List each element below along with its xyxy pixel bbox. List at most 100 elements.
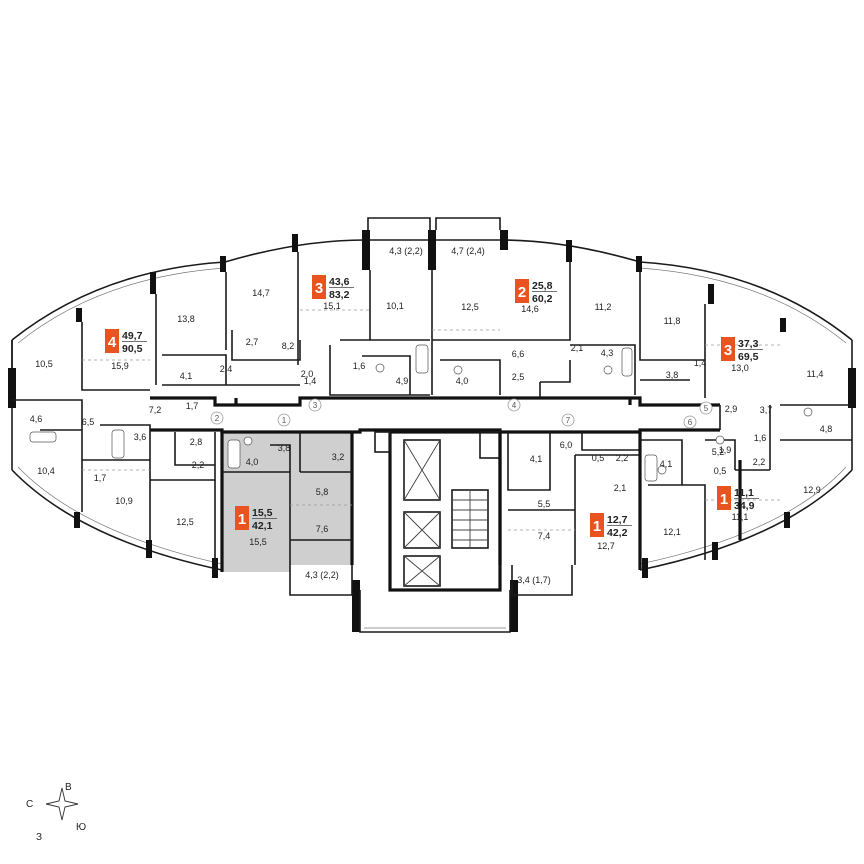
room-area-label: 2,8 <box>190 437 203 447</box>
bathtub-icon <box>227 439 241 469</box>
pillar <box>784 512 790 528</box>
room-area-label: 4,0 <box>246 457 259 467</box>
room-count-box <box>590 513 604 537</box>
compass-west: С <box>26 799 33 810</box>
living-area: 25,8 <box>532 280 553 292</box>
room-count: 1 <box>720 491 728 508</box>
sink-icon <box>803 407 813 417</box>
room-area-label: 1,6 <box>754 433 767 443</box>
pillar <box>428 230 436 270</box>
apartment-badge[interactable]: 1 15,542,1 <box>235 506 277 532</box>
room-area-label: 6,5 <box>82 417 95 427</box>
elevator-core <box>374 430 502 592</box>
pillar <box>566 240 572 262</box>
entrance-number: 4 <box>512 401 517 410</box>
room-area-label: 4,9 <box>396 376 409 386</box>
room-count-box <box>515 279 529 303</box>
entrance-number: 7 <box>566 416 571 425</box>
room-area-label: 12,9 <box>803 485 821 495</box>
room-area-label: 15,1 <box>323 301 341 311</box>
entrance-number: 2 <box>215 414 220 423</box>
room-area-label: 1,7 <box>94 473 107 483</box>
entrance-number: 3 <box>313 401 318 410</box>
room-area-label: 2,7 <box>246 337 259 347</box>
pillar <box>220 256 226 272</box>
room-area-label: 11,4 <box>807 369 824 379</box>
room-area-label: 10,5 <box>35 359 53 369</box>
room-area-label: 3,7 <box>760 405 773 415</box>
pillar <box>292 234 298 252</box>
compass-east: Ю <box>76 822 86 833</box>
entrance-number: 6 <box>688 418 693 427</box>
room-area-label: 5,5 <box>538 499 551 509</box>
room-area-label: 14,6 <box>521 304 539 314</box>
bathtub-icon <box>29 431 57 443</box>
room-area-label: 2,4 <box>220 364 233 374</box>
interior-walls <box>12 252 852 572</box>
selected-apartment-highlight[interactable] <box>222 432 352 572</box>
bathtub-icon <box>621 347 633 377</box>
room-area-label: 10,4 <box>37 466 55 476</box>
apartment-badge[interactable]: 3 43,683,2 <box>312 275 354 301</box>
room-area-label: 0,5 <box>592 453 605 463</box>
room-area-label: 3,4 (1,7) <box>517 575 551 585</box>
room-area-label: 2,0 <box>301 369 314 379</box>
total-area: 90,5 <box>122 343 143 355</box>
room-area-label: 4,1 <box>180 371 193 381</box>
room-area-label: 6,6 <box>512 349 525 359</box>
room-area-label: 3,8 <box>278 443 291 453</box>
sink-icon <box>453 365 463 375</box>
room-area-label: 10,9 <box>115 496 133 506</box>
room-count: 1 <box>238 511 246 528</box>
compass-star-icon <box>45 787 79 821</box>
room-area-label: 0,5 <box>714 466 727 476</box>
room-area-label: 1,4 <box>304 376 317 386</box>
room-area-label: 3,6 <box>134 432 147 442</box>
room-area-label: 2,2 <box>753 457 766 467</box>
compass: В С Ю З <box>26 782 86 843</box>
room-area-label: 2,1 <box>571 343 584 353</box>
total-area: 42,1 <box>252 520 273 532</box>
room-area-label: 11,2 <box>595 302 612 312</box>
room-area-label: 1,4 <box>694 358 707 368</box>
pillar <box>510 580 518 632</box>
living-area: 43,6 <box>329 276 350 288</box>
room-area-label: 2,1 <box>614 483 627 493</box>
room-area-label: 12,5 <box>461 302 479 312</box>
room-count-box <box>717 486 731 510</box>
pillar <box>362 230 370 270</box>
entrance-marker <box>561 413 575 427</box>
total-area: 42,2 <box>607 527 628 539</box>
pillar <box>642 558 648 578</box>
room-area-label: 2,9 <box>725 404 738 414</box>
pillar <box>8 368 16 408</box>
pillar <box>352 580 360 632</box>
compass-south: З <box>36 832 42 843</box>
entrance-marker <box>277 413 291 427</box>
compass-north: В <box>65 782 72 793</box>
total-area: 83,2 <box>329 289 350 301</box>
living-area: 37,3 <box>738 338 759 350</box>
room-area-label: 7,2 <box>149 405 162 415</box>
living-area: 12,7 <box>607 514 628 526</box>
pillar <box>708 284 714 304</box>
room-count: 3 <box>315 280 323 297</box>
pillar <box>212 558 218 578</box>
room-area-label: 4,7 (2,4) <box>451 246 485 256</box>
room-area-label: 4,3 (2,2) <box>389 246 423 256</box>
room-area-label: 5,8 <box>316 487 329 497</box>
room-area-label: 15,9 <box>111 361 129 371</box>
living-area: 15,5 <box>252 507 273 519</box>
room-area-label: 12,1 <box>663 527 681 537</box>
total-area: 69,5 <box>738 351 759 363</box>
entrance-marker <box>683 415 697 429</box>
room-area-label: 15,5 <box>249 537 267 547</box>
